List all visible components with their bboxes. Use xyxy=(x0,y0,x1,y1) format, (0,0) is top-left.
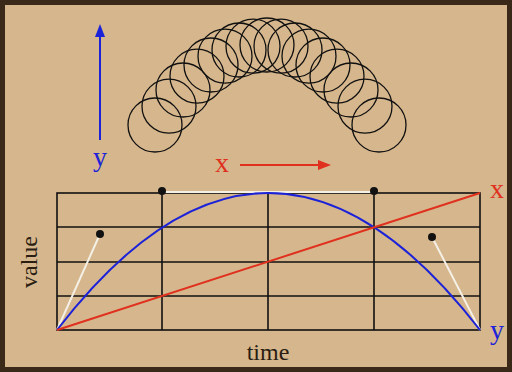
grid-frame xyxy=(57,193,480,330)
control-dot xyxy=(158,187,166,195)
ball-circle xyxy=(240,18,294,72)
y-axis-arrow xyxy=(99,34,101,140)
control-dot xyxy=(428,233,436,241)
control-lines xyxy=(57,192,480,330)
grid-line xyxy=(57,226,480,228)
arrow-head xyxy=(95,24,105,37)
control-points xyxy=(96,187,436,241)
ball-circle xyxy=(184,38,238,92)
value-axis-title: value xyxy=(17,236,41,288)
x-axis-arrow xyxy=(240,164,320,166)
y-axis-label: y xyxy=(93,143,107,171)
ball-circle xyxy=(310,49,364,103)
ball-circle xyxy=(352,98,406,152)
y-curve xyxy=(57,193,480,330)
frame-border xyxy=(3,3,510,370)
x-series-label: x xyxy=(490,175,504,203)
control-dot xyxy=(96,230,104,238)
ball-circle xyxy=(142,79,196,133)
chart-grid xyxy=(57,193,480,330)
y-series-label: y xyxy=(490,316,504,344)
control-line xyxy=(57,234,100,330)
x-axis-label: x xyxy=(215,149,229,177)
ball-circle xyxy=(170,49,224,103)
ball-circle xyxy=(324,63,378,117)
ball-circle xyxy=(128,98,182,152)
control-dot xyxy=(370,187,378,195)
ball-circle xyxy=(198,29,252,83)
ball-circle xyxy=(268,23,322,77)
arrow-head xyxy=(318,160,331,170)
x-line xyxy=(57,193,480,330)
bouncing-circles xyxy=(128,18,406,152)
grid-line xyxy=(57,295,480,297)
time-axis-title: time xyxy=(247,340,290,364)
ball-circle xyxy=(338,79,392,133)
